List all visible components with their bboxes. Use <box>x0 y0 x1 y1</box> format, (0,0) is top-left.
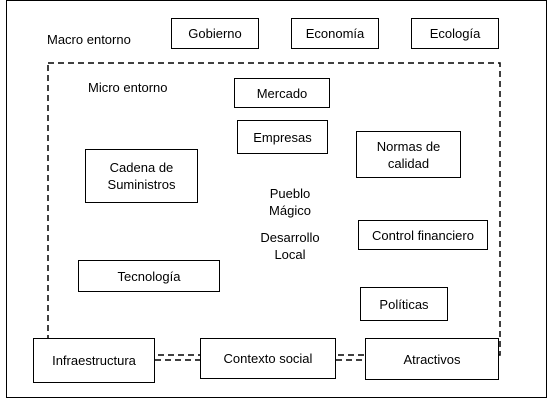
box-infraestructura: Infraestructura <box>33 338 155 383</box>
box-economia: Economía <box>291 18 379 49</box>
box-cadena-de-suministros: Cadena de Suministros <box>85 149 198 203</box>
box-normas-de-calidad: Normas de calidad <box>356 131 461 178</box>
box-control-financiero: Control financiero <box>358 220 488 250</box>
macro-environment-label: Macro entorno <box>47 32 131 47</box>
pueblo-magico-label: Pueblo Mágico <box>269 186 311 218</box>
box-contexto-social: Contexto social <box>200 338 336 379</box>
box-gobierno: Gobierno <box>171 18 259 49</box>
desarrollo-local-label: Desarrollo Local <box>260 230 320 262</box>
outer-frame <box>6 0 547 398</box>
box-empresas: Empresas <box>237 120 328 154</box>
box-mercado: Mercado <box>234 78 330 108</box>
micro-environment-label: Micro entorno <box>88 80 168 95</box>
box-tecnologia: Tecnología <box>78 260 220 292</box>
box-politicas: Políticas <box>360 287 448 321</box>
box-ecologia: Ecología <box>411 18 499 49</box>
box-atractivos: Atractivos <box>365 338 499 380</box>
